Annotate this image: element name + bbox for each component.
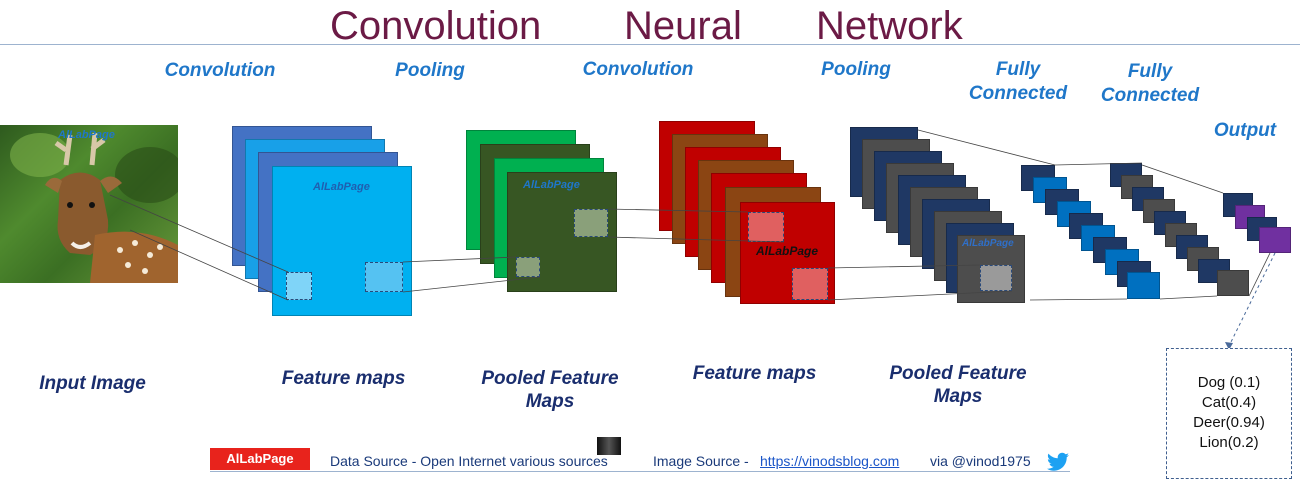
stage-label-convolution-1: Convolution: [164, 60, 276, 81]
footer-image-source-link[interactable]: https://vinodsblog.com: [760, 453, 900, 469]
pooled-map-1-window-b: [574, 209, 608, 237]
title-convolution: Convolution: [330, 4, 542, 48]
output-dog: Dog (0.1): [1197, 374, 1261, 391]
stage-label-output: Output: [1213, 120, 1277, 141]
feature-map-1-window-a: [286, 272, 312, 300]
feature-map-1-watermark: AlLabPage: [313, 181, 370, 193]
feature-map-2-watermark: AlLabPage: [756, 244, 819, 258]
stage-label-fully-connected-2: Fully Connected: [1100, 61, 1200, 106]
feature-map-2-window-b: [792, 268, 828, 300]
footer-rule: [210, 471, 1070, 472]
footer-badge-label: AlLabPage: [226, 451, 294, 466]
footer-via: via @vinod1975: [930, 453, 1031, 469]
caption-input-image: Input Image: [39, 373, 146, 394]
footer-badge: AlLabPage: [210, 448, 310, 470]
fc2-cell-10: [1217, 270, 1249, 296]
pooled-map-1-window-a: [516, 257, 540, 277]
pooled-map-2-window: [980, 265, 1012, 291]
input-watermark: AlLabPage: [58, 129, 115, 141]
pooled-map-1-watermark: AlLabPage: [523, 179, 580, 191]
pooled-map-2-watermark: AlLabPage: [962, 238, 1014, 249]
stage-label-pooling-1: Pooling: [395, 60, 465, 81]
output-probabilities-box: Dog (0.1) Cat(0.4) Deer(0.94) Lion(0.2): [1166, 348, 1292, 479]
title-network: Network: [816, 4, 963, 48]
title-neural: Neural: [624, 4, 742, 48]
footer-thumbnail: [597, 437, 621, 455]
deer-illustration: [10, 132, 178, 283]
output-cell-4: [1259, 227, 1291, 253]
footer-data-source: Data Source - Open Internet various sour…: [330, 453, 608, 469]
twitter-bird-icon: [1047, 452, 1069, 471]
input-image: AlLabPage: [0, 125, 178, 283]
stage-label-convolution-2: Convolution: [582, 59, 694, 80]
stage-label-fully-connected-1: Fully Connected: [968, 59, 1068, 104]
feature-map-2-window-a: [748, 212, 784, 242]
footer-image-source-label: Image Source -: [653, 453, 749, 469]
caption-pooled-feature-maps-1: Pooled Feature Maps: [481, 368, 619, 412]
output-deer: Deer(0.94): [1193, 414, 1265, 431]
caption-feature-maps-1: Feature maps: [281, 368, 406, 389]
feature-map-1-window-b: [365, 262, 403, 292]
output-lion: Lion(0.2): [1199, 434, 1259, 451]
fc1-cell-10: [1127, 272, 1160, 299]
output-cat: Cat(0.4): [1201, 394, 1257, 411]
caption-pooled-feature-maps-2: Pooled Feature Maps: [889, 363, 1027, 407]
caption-feature-maps-2: Feature maps: [692, 363, 817, 384]
stage-label-pooling-2: Pooling: [821, 59, 891, 80]
top-rule: [0, 44, 1300, 45]
